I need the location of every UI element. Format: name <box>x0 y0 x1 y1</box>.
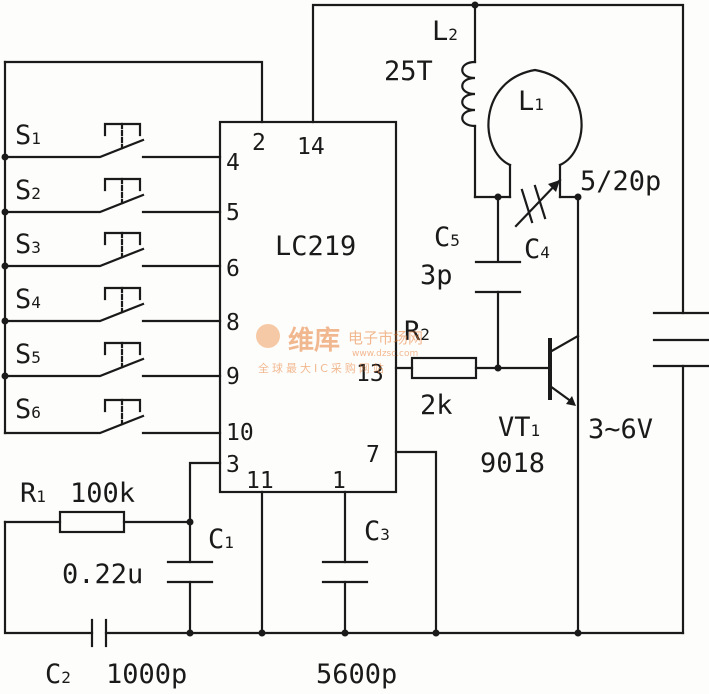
transistor-vt1 <box>548 334 580 406</box>
resistor-r1 <box>3 510 192 534</box>
s1-label: S1 <box>15 120 41 151</box>
pin3-wire <box>188 461 222 524</box>
switch-s1 <box>3 122 222 159</box>
c4-label: C4 <box>524 234 550 265</box>
inductor-l2 <box>461 3 477 199</box>
pin-13-label: 13 <box>356 361 384 387</box>
vt1-value: 9018 <box>480 448 545 479</box>
switch-s6 <box>3 398 222 435</box>
pin-11-label: 11 <box>246 468 274 494</box>
trimmer-capacitor-c4 <box>514 178 562 228</box>
s6-label: S6 <box>15 394 41 425</box>
ic-name: LC219 <box>275 231 356 262</box>
battery <box>652 311 709 635</box>
capacitor-c1 <box>166 520 214 635</box>
battery-value: 3~6V <box>588 414 653 445</box>
switch-s2 <box>3 177 222 214</box>
supply-top-wire <box>311 3 685 315</box>
r1-value: 100k <box>70 478 135 509</box>
c1-value: 0.22u <box>62 559 143 590</box>
resistor-r2 <box>394 356 550 380</box>
pin-8-label: 8 <box>226 310 240 336</box>
watermark-cn: 电子市场网 <box>348 329 423 347</box>
r2-value: 2k <box>420 390 453 421</box>
r1-label: R1 <box>20 478 46 509</box>
c3-value: 5600p <box>316 659 397 690</box>
watermark-url: www.dzsc.com <box>352 349 418 359</box>
watermark-brand: 维库 <box>288 325 340 356</box>
junction-dots <box>1 1 582 637</box>
capacitor-c5 <box>474 260 522 370</box>
loop-antenna-l1 <box>487 68 583 199</box>
c5-value: 3p <box>420 260 453 291</box>
pin-9-label: 9 <box>226 364 240 390</box>
c3-label: C3 <box>364 516 390 547</box>
vt1-label: VT1 <box>498 412 540 443</box>
pin-2-label: 2 <box>252 130 266 156</box>
watermark: 维库 电子市场网 www.dzsc.com 全球最大IC采购网站 <box>256 324 423 375</box>
l2-value: 25T <box>384 56 433 87</box>
pin-3-label: 3 <box>226 452 240 478</box>
pin7-wire <box>394 450 438 635</box>
pin-5-label: 5 <box>226 200 240 226</box>
capacitor-c3 <box>321 490 369 635</box>
c2-value: 1000p <box>106 659 187 690</box>
capacitor-c2 <box>3 520 192 648</box>
s4-label: S4 <box>15 284 41 315</box>
s3-label: S3 <box>15 229 41 260</box>
l2-label: L2 <box>432 16 458 47</box>
pin-10-label: 10 <box>226 420 254 446</box>
r2-label: R2 <box>404 316 430 347</box>
switch-s5 <box>3 341 222 378</box>
c4-value: 5/20p <box>580 166 661 197</box>
s2-label: S2 <box>15 175 41 206</box>
switch-s3 <box>3 231 222 268</box>
c2-label: C2 <box>45 659 71 690</box>
c1-label: C1 <box>208 524 234 555</box>
left-bus-wire <box>3 60 264 435</box>
ic-lc219-body <box>218 120 398 494</box>
tank-wire <box>473 195 580 635</box>
s5-label: S5 <box>15 339 41 370</box>
pin-14-label: 14 <box>297 134 325 160</box>
pin-4-label: 4 <box>226 150 240 176</box>
watermark-logo-icon <box>256 324 280 348</box>
switch-s4 <box>3 286 222 323</box>
watermark-slogan: 全球最大IC采购网站 <box>258 361 387 375</box>
pin-6-label: 6 <box>226 256 240 282</box>
pin-1-label: 1 <box>332 468 346 494</box>
pin-7-label: 7 <box>366 442 380 468</box>
c5-label: C5 <box>434 222 460 253</box>
l1-label: L1 <box>518 86 544 117</box>
